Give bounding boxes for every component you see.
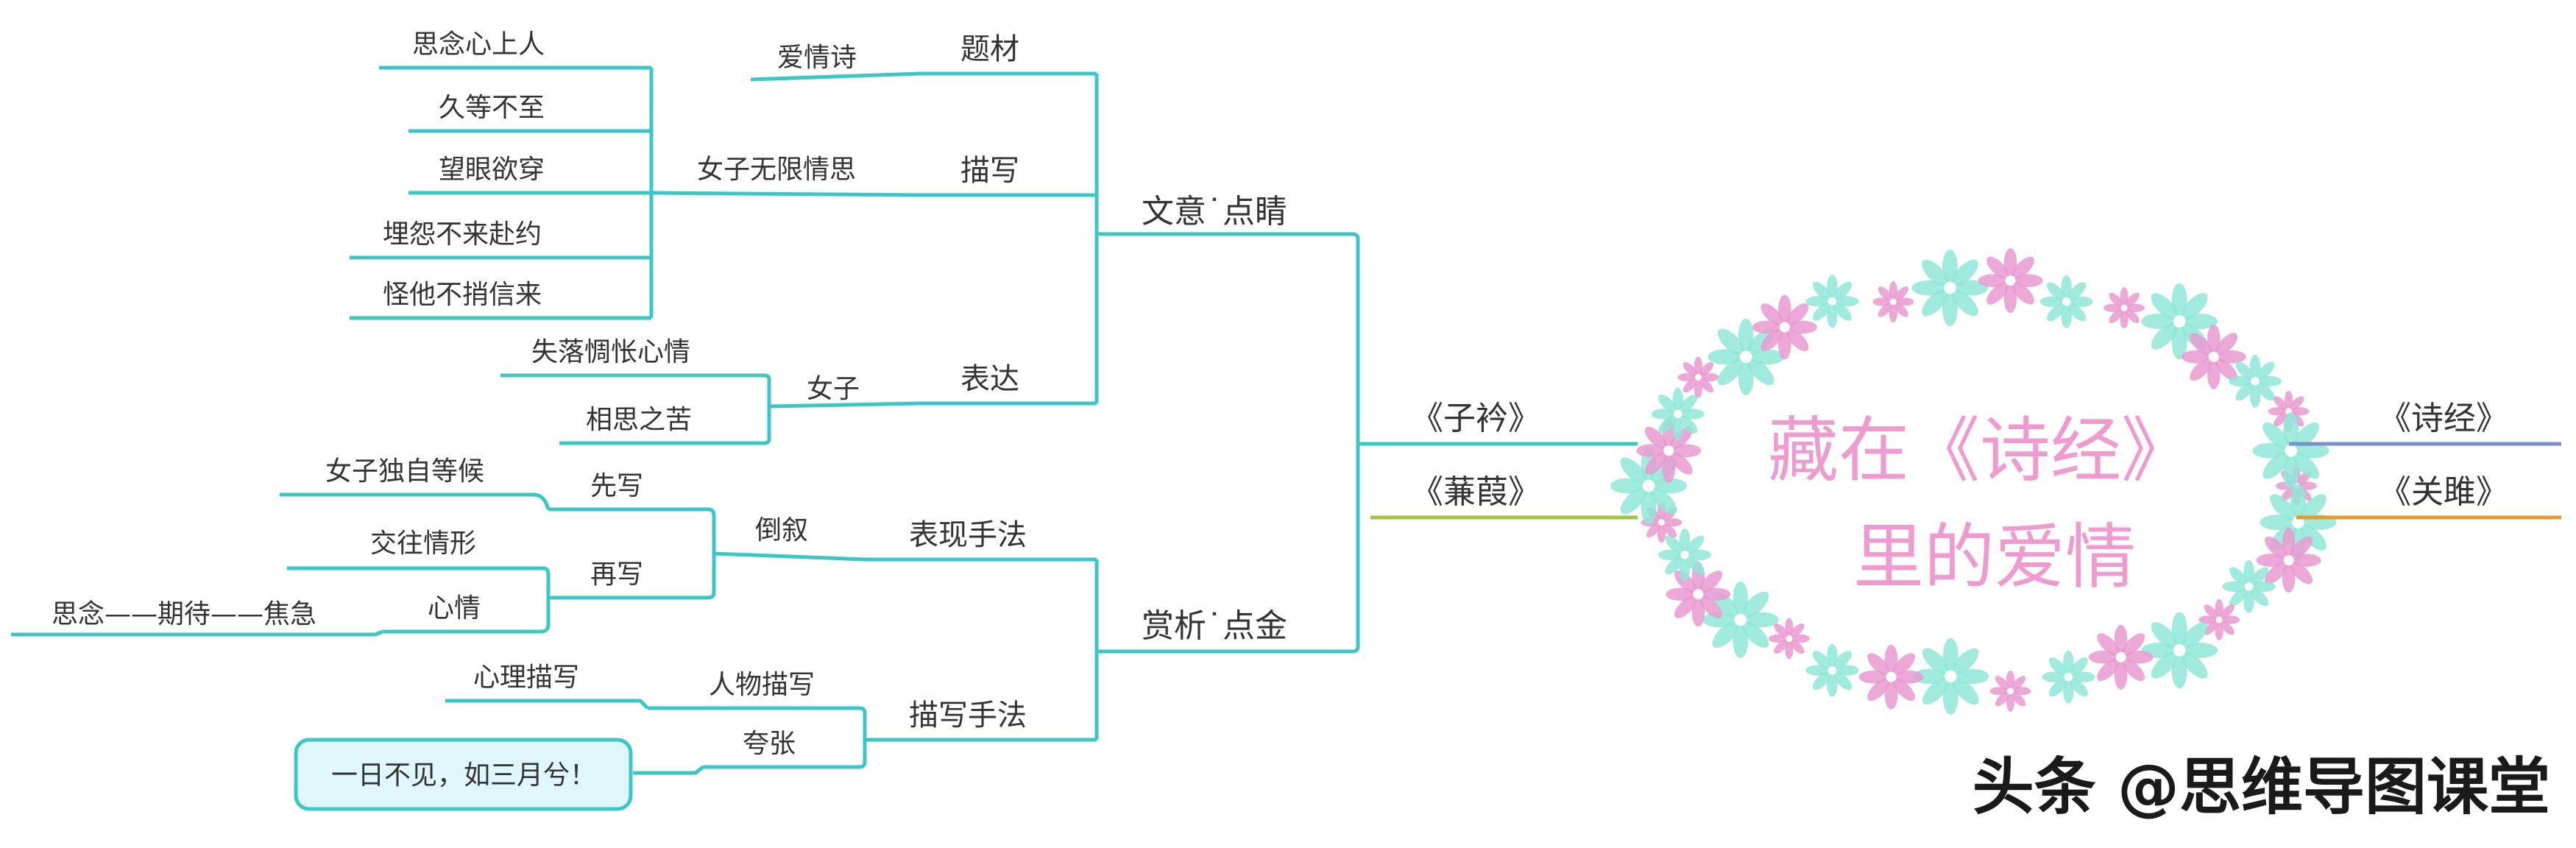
branch-jianjia[interactable]: 《蒹葭》 <box>1370 473 1638 520</box>
quote-text: 一日不见，如三月兮！ <box>331 760 596 791</box>
watermark: 头条 @思维导图课堂 <box>1972 751 2550 823</box>
flower-icon <box>1978 248 2043 314</box>
node-biaoda[interactable]: 表达 <box>960 362 1019 396</box>
flower-icon <box>2222 559 2276 613</box>
leaf-jiaowang[interactable]: 交往情形 <box>370 529 476 559</box>
flower-icon <box>1768 618 1810 660</box>
flower-icon <box>2256 528 2321 593</box>
connectors-miaoxiefa <box>445 699 867 775</box>
branch-guanju[interactable]: 《关雎》 <box>2296 473 2561 520</box>
flower-icon <box>2141 283 2218 360</box>
leaf-xinli[interactable]: 心理描写 <box>473 662 579 693</box>
central-topic-line1: 藏在《诗经》 <box>1768 409 2192 492</box>
flower-icon <box>1702 581 1779 658</box>
node-wenyi[interactable]: 文意˙点睛 <box>1142 193 1287 230</box>
flower-icon <box>1805 275 1859 328</box>
flower-icon <box>1805 643 1859 697</box>
flower-icon <box>2252 412 2329 490</box>
connectors-biaoda <box>500 373 921 445</box>
node-zaixie[interactable]: 再写 <box>590 559 643 590</box>
flower-icon <box>1658 528 1712 582</box>
connectors-wenyi <box>920 71 1099 406</box>
branch-zijin-label: 《子衿》 <box>1411 400 1540 437</box>
node-xinqing[interactable]: 心情 <box>428 593 481 623</box>
leaf-wangyan[interactable]: 望眼欲穿 <box>439 155 545 185</box>
leaf-nvzi-dengdeng[interactable]: 女子独自等候 <box>325 456 484 487</box>
node-ticai[interactable]: 题材 <box>960 32 1019 66</box>
flower-icon <box>1677 356 1719 398</box>
leaf-jiudeng[interactable]: 久等不至 <box>439 93 545 123</box>
node-nvzi-qingsi[interactable]: 女子无限情思 <box>697 155 856 185</box>
node-renwu[interactable]: 人物描写 <box>709 670 815 700</box>
central-topic-line2: 里的爱情 <box>1853 516 2136 598</box>
leaf-maiyuan[interactable]: 埋怨不来赴约 <box>383 219 542 250</box>
quote-box[interactable]: 一日不见，如三月兮！ <box>294 738 633 811</box>
node-miaoxiefa[interactable]: 描写手法 <box>909 699 1027 732</box>
flower-icon <box>1636 418 1702 484</box>
flower-icon <box>1911 250 1989 327</box>
branch-shijing-label: 《诗经》 <box>2379 400 2508 437</box>
node-xianxie[interactable]: 先写 <box>590 471 643 501</box>
flower-icon <box>2088 624 2154 690</box>
central-topic[interactable]: 藏在《诗经》 里的爱情 <box>1768 409 2192 598</box>
leaf-xiangsi[interactable]: 相思之苦 <box>586 405 692 435</box>
flower-icon <box>2181 324 2246 389</box>
node-miaoxie[interactable]: 描写 <box>960 154 1019 188</box>
node-aiqingshi[interactable]: 爱情诗 <box>777 43 857 73</box>
flower-icon <box>2229 354 2282 408</box>
branch-shijing[interactable]: 《诗经》 <box>2289 400 2561 446</box>
flower-icon <box>2141 612 2218 689</box>
connectors-shangxi <box>865 557 1099 742</box>
flower-icon <box>2042 650 2095 704</box>
flower-icon <box>2039 275 2093 328</box>
node-biaoxian[interactable]: 表现手法 <box>909 518 1027 552</box>
flower-icon <box>1651 387 1705 441</box>
leaf-sinian[interactable]: 思念心上人 <box>412 29 545 60</box>
connectors-miaoxie <box>350 66 921 320</box>
node-kuazhang[interactable]: 夸张 <box>743 729 796 759</box>
leaf-shiluo[interactable]: 失落惆怅心情 <box>531 337 690 367</box>
flower-icon <box>1666 562 1731 627</box>
flower-icon <box>1752 294 1817 360</box>
node-shangxi[interactable]: 赏析˙点金 <box>1142 607 1287 645</box>
leaf-guaita[interactable]: 怪他不捎信来 <box>383 280 542 310</box>
node-daoxu[interactable]: 倒叙 <box>755 515 808 545</box>
connector-ticai <box>750 71 921 82</box>
branch-zijin[interactable] <box>1094 232 1638 654</box>
flower-wreath-decoration <box>1610 248 2337 715</box>
flower-icon <box>1989 670 2031 712</box>
branch-guanju-label: 《关雎》 <box>2379 473 2508 511</box>
node-nvzi[interactable]: 女子 <box>807 374 860 404</box>
flower-icon <box>1912 637 1989 715</box>
leaf-qinggan-liucheng[interactable]: 思念——期待——焦急 <box>52 599 316 629</box>
flower-icon <box>1872 280 1914 322</box>
flower-icon <box>1858 644 1924 710</box>
node-wenyi-label: 文意˙点睛 <box>1142 193 1287 230</box>
branch-jianjia-label: 《蒹葭》 <box>1411 473 1540 511</box>
connectors-biaoxian <box>11 492 866 637</box>
flower-icon <box>2103 287 2145 329</box>
flower-icon <box>2198 598 2240 640</box>
